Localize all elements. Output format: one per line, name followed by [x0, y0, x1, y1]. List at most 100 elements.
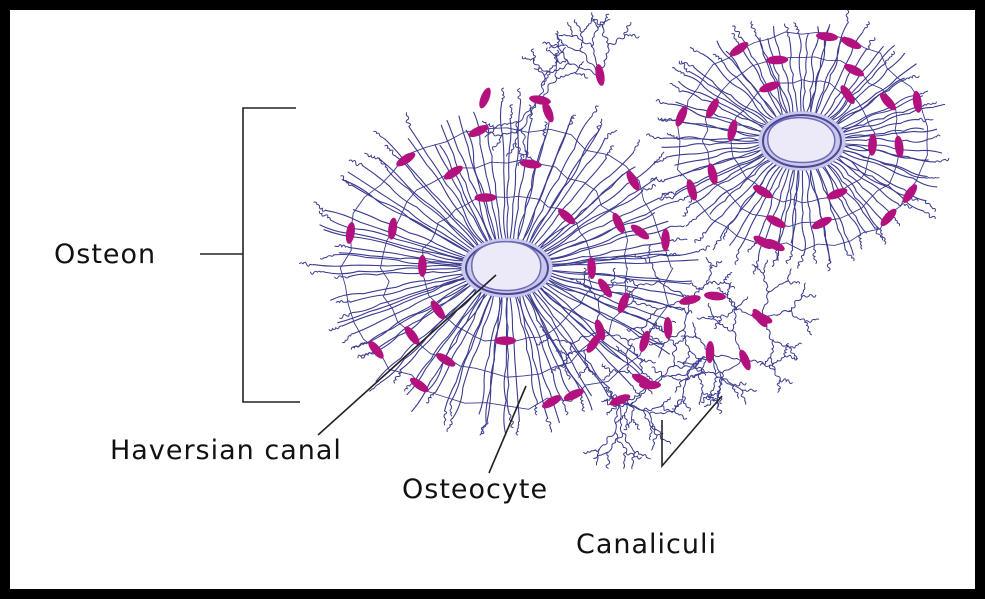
canaliculus-fork	[690, 48, 702, 55]
interstitial-canaliculus	[706, 257, 712, 267]
canaliculus-fork	[502, 88, 505, 102]
interstitial-canaliculus	[568, 23, 574, 36]
canal-lumen-left	[472, 242, 541, 291]
interstitial-canaliculus	[763, 273, 769, 292]
canaliculus-fork	[535, 401, 538, 415]
interstitial-canaliculus	[789, 348, 796, 359]
canaliculus-line	[799, 36, 801, 111]
interstitial-canaliculus	[725, 282, 735, 288]
canaliculus-line	[816, 169, 845, 249]
canaliculus-fork	[678, 309, 692, 313]
canaliculus-fork	[319, 211, 330, 220]
interstitial-canaliculus	[606, 452, 610, 468]
interstitial-canaliculus	[650, 411, 673, 414]
canaliculus-line	[691, 158, 766, 205]
interstitial-canaliculus	[801, 283, 805, 297]
interstitial-canaliculus	[563, 45, 582, 52]
canaliculus-fork	[798, 255, 804, 268]
interstitial-canaliculus	[550, 64, 571, 73]
canaliculus-fork	[340, 313, 353, 319]
interstitial-canaliculus	[574, 20, 582, 32]
canaliculus-line	[334, 255, 461, 266]
haversian-canal-right	[758, 111, 846, 171]
interstitial-canaliculus	[584, 268, 586, 283]
interstitial-canaliculus	[769, 282, 786, 292]
canaliculus-fork	[827, 257, 831, 271]
interstitial-canaliculus	[741, 390, 746, 404]
canaliculus-line	[376, 289, 475, 381]
interstitial-canaliculus	[592, 26, 599, 46]
canaliculus-line	[314, 265, 462, 268]
osteocyte-cell	[867, 134, 877, 157]
osteocyte-cell	[684, 178, 699, 202]
canaliculus-fork	[846, 10, 849, 24]
canaliculus-fork	[343, 334, 354, 343]
interstitial-canaliculus	[711, 377, 718, 394]
canaliculus-fork	[311, 271, 325, 274]
interstitial-canaliculus	[492, 136, 501, 150]
interstitial-canaliculus	[644, 406, 662, 411]
osteocyte-cell	[810, 214, 834, 231]
canaliculus-fork	[866, 38, 875, 50]
canaliculus-line	[789, 37, 797, 111]
canaliculus-fork	[735, 251, 739, 265]
interstitial-canaliculus	[724, 273, 732, 282]
canaliculus-fork	[654, 157, 666, 164]
interstitial-canaliculus	[704, 399, 717, 407]
interstitial-canaliculus	[672, 346, 676, 367]
interstitial-canaliculus	[602, 27, 608, 47]
canaliculus-fork	[656, 99, 670, 104]
interstitial-canaliculus	[599, 432, 615, 449]
canaliculus-fork	[927, 135, 941, 140]
canaliculus-line	[387, 170, 473, 248]
interstitial-canaliculus	[704, 372, 722, 375]
interstitial-canaliculus	[619, 400, 623, 433]
canaliculus-fork	[859, 235, 862, 249]
canaliculus-line	[516, 297, 537, 401]
canaliculus-fork	[906, 75, 920, 79]
osteocyte-cell	[877, 91, 898, 113]
osteocyte-cell	[366, 338, 387, 360]
canaliculus-line	[791, 171, 798, 243]
canaliculus-line	[803, 34, 808, 111]
interstitial-canaliculus	[624, 452, 626, 468]
interstitial-canaliculus	[786, 281, 800, 284]
interstitial-canaliculus	[665, 374, 687, 377]
canaliculus-fork	[546, 418, 552, 432]
canaliculus-line	[662, 143, 758, 148]
canaliculus-line	[527, 118, 591, 241]
canaliculus-fork	[633, 140, 639, 153]
interstitial-canaliculus	[582, 21, 591, 32]
osteocyte-cell	[878, 206, 899, 228]
interstitial-canaliculus	[497, 122, 518, 127]
interstitial-canaliculus	[543, 42, 558, 46]
canaliculus-line	[500, 102, 505, 238]
canaliculus-fork	[590, 106, 598, 118]
canaliculus-fork	[751, 22, 756, 36]
canaliculus-fork	[444, 411, 447, 425]
canaliculus-line	[385, 139, 478, 244]
haversian-canal-leader	[318, 275, 496, 435]
canaliculus-fork	[686, 217, 697, 226]
canaliculus-fork	[341, 176, 352, 186]
canaliculus-fork	[672, 68, 684, 75]
canaliculus-fork	[673, 238, 687, 242]
interstitial-canaliculus	[568, 350, 585, 355]
canaliculus-line	[331, 274, 462, 300]
interstitial-canaliculus	[579, 368, 587, 378]
label-haversian-canal: Haversian canal	[110, 435, 342, 466]
interstitial-canaliculus	[644, 411, 652, 427]
interstitial-canaliculus	[771, 358, 776, 370]
canaliculus-line	[514, 119, 533, 239]
interstitial-canaliculus	[777, 380, 780, 392]
interstitial-canaliculus	[597, 19, 610, 27]
canaliculus-fork	[813, 250, 817, 264]
osteon-bracket	[200, 108, 300, 402]
interstitial-canaliculus	[657, 434, 670, 443]
osteocyte-cell	[629, 222, 652, 242]
canaliculus-fork	[923, 102, 936, 106]
canaliculus-line	[755, 35, 786, 113]
canaliculus-fork	[786, 250, 792, 263]
interstitial-canaliculus	[708, 316, 720, 317]
